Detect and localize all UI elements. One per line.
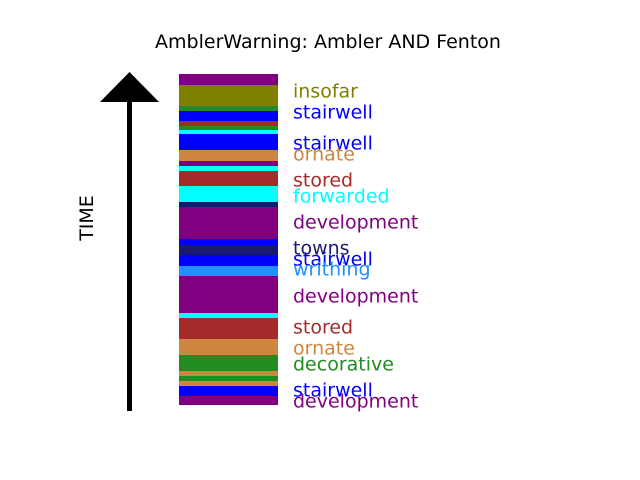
column-band (179, 245, 278, 255)
segment-label: stairwell (293, 101, 373, 124)
segment-label: forwarded (293, 185, 390, 208)
time-arrow-head (100, 72, 159, 102)
column-band (179, 376, 278, 381)
column-band (179, 74, 278, 85)
column-band (179, 239, 278, 245)
column-band (179, 130, 278, 134)
column-band (179, 111, 278, 121)
column-band (179, 276, 278, 313)
column-band (179, 313, 278, 318)
column-band (179, 85, 278, 106)
segment-label: ornate (293, 143, 355, 166)
segment-label: stairwell (293, 132, 373, 155)
column-band (179, 106, 278, 111)
column-band (179, 371, 278, 376)
column-band (179, 396, 278, 405)
column-band (179, 207, 278, 239)
time-axis-label: TIME (76, 195, 98, 241)
column-band (179, 266, 278, 276)
segment-label: insofar (293, 80, 358, 103)
column-band (179, 171, 278, 186)
column-band (179, 186, 278, 202)
segment-label: development (293, 285, 419, 308)
segment-label: stairwell (293, 379, 373, 402)
segment-label: development (293, 390, 419, 413)
column-band (179, 202, 278, 207)
segment-label: writhing (293, 258, 371, 281)
stratigraphic-column (179, 74, 278, 410)
column-band (179, 134, 278, 150)
column-band (179, 255, 278, 266)
segment-label: development (293, 211, 419, 234)
segment-label: stored (293, 169, 354, 192)
segment-label: stored (293, 316, 354, 339)
page-title: AmblerWarning: Ambler AND Fenton (155, 31, 501, 53)
segment-label: decorative (293, 353, 394, 376)
column-band (179, 121, 278, 126)
column-band (179, 318, 278, 339)
column-band (179, 339, 278, 355)
column-band (179, 126, 278, 130)
column-band (179, 161, 278, 166)
column-band (179, 381, 278, 386)
column-band (179, 150, 278, 161)
segment-label: stairwell (293, 248, 373, 271)
column-band (179, 386, 278, 396)
column-band (179, 166, 278, 171)
column-band (179, 355, 278, 371)
segment-label: ornate (293, 337, 355, 360)
segment-label: towns (293, 237, 350, 260)
